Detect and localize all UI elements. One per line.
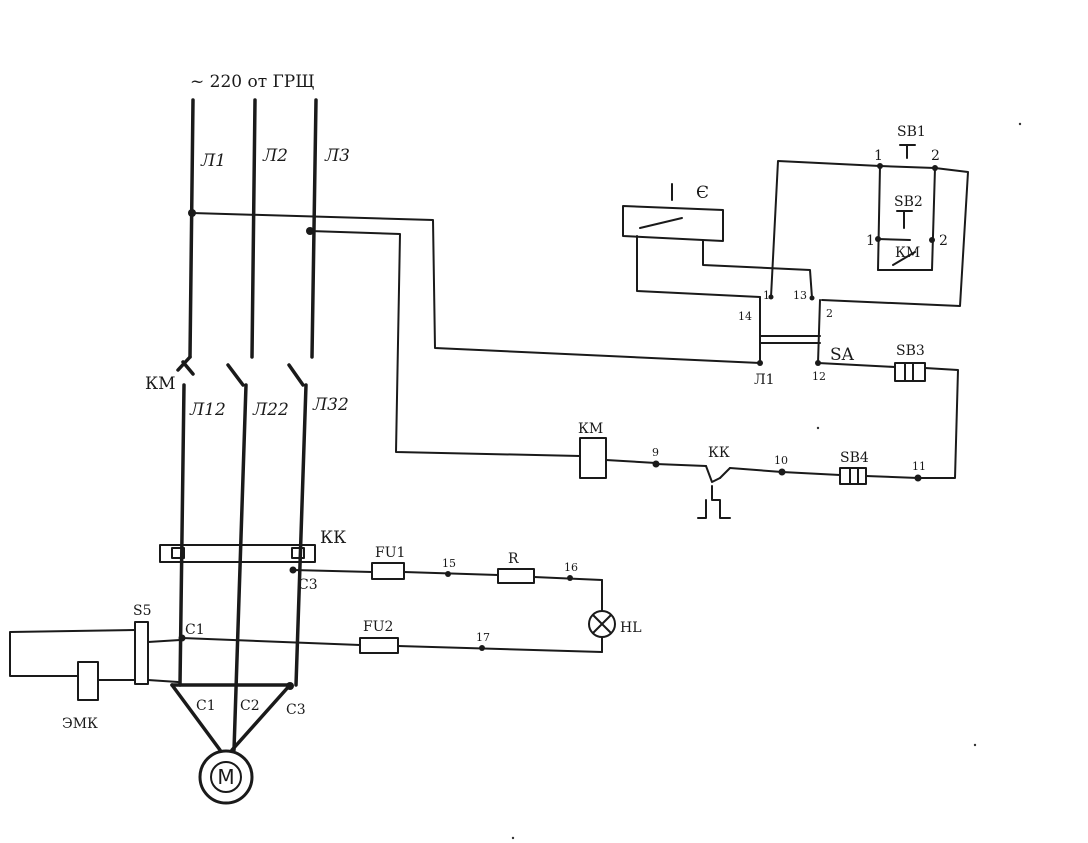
terminal-c1-top: C1 [185,622,205,638]
thermal-relay-kk: КК [159,528,346,563]
line-label-l1: Л1 [200,151,226,171]
line-label-l12: Л12 [189,400,226,420]
sa-label: SA [830,345,855,365]
brake-circuit: S5 ЭМК [9,603,181,732]
switch-ec: Є [622,183,813,299]
sb2-label: SB2 [894,194,923,210]
line-label-l2: Л2 [262,146,288,166]
supply-label: ~ 220 от ГРЩ [190,72,315,92]
kk-contact-label: КК [708,445,730,461]
line-label-l3: Л3 [324,146,350,166]
node-16-label: 16 [564,561,578,574]
line-label-l32: Л32 [312,395,349,415]
stop-button-sb3: SB3 [817,343,959,479]
sb2-terminal-2: 2 [939,233,948,249]
km-aux-contact-label: КМ [895,245,920,261]
motor-label: М [217,765,234,789]
node-17-label: 17 [476,631,490,644]
resistor-label: R [508,551,519,567]
node-14-label: 14 [738,310,752,323]
node-10-label: 10 [774,454,788,467]
km-coil-label: КМ [578,421,603,437]
start-buttons-block: SB1 SB2 КМ 1 2 1 2 [770,124,969,307]
fu2-label: FU2 [363,619,393,635]
sa-terminal-2-label: 2 [826,307,833,320]
sb3-label: SB3 [896,343,925,359]
node-13-label: 13 [793,289,807,302]
terminal-c1: C1 [196,698,216,714]
sa-l1-label: Л1 [754,372,775,388]
sa-terminal-1-label: 1 [763,289,770,302]
sb1-terminal-2: 2 [931,148,940,164]
sb4-label: SB4 [840,450,869,466]
km-coil-rung: КМ КК SB4 9 10 11 [578,421,926,519]
node-15-label: 15 [442,557,456,570]
phase-buses [176,98,318,752]
control-feed-wires [188,209,761,457]
terminal-c2: C2 [240,698,260,714]
motor: М C1 C2 C3 [170,682,306,805]
fu1-label: FU1 [375,545,405,561]
s5-label: S5 [133,603,152,619]
lamp-label: HL [620,620,642,636]
sb1-terminal-1: 1 [874,148,883,164]
node-11-label: 11 [912,460,926,473]
lamp-circuit: FU1 R HL FU2 15 16 17 C3 C1 [178,545,642,654]
sb1-label: SB1 [897,124,926,140]
selector-sa: SA Л1 12 14 13 1 2 [738,289,855,388]
kk-relay-label: КК [320,528,346,548]
line-label-l22: Л22 [252,400,289,420]
terminal-c3: C3 [286,702,306,718]
km-main-contacts-label: КМ [145,374,176,394]
node-12-label: 12 [812,370,826,383]
sb2-terminal-1: 1 [866,233,875,249]
ec-label: Є [696,183,709,203]
brake-label: ЭМК [62,716,98,732]
terminal-c3-top: C3 [298,577,318,593]
node-9-label: 9 [652,446,659,459]
